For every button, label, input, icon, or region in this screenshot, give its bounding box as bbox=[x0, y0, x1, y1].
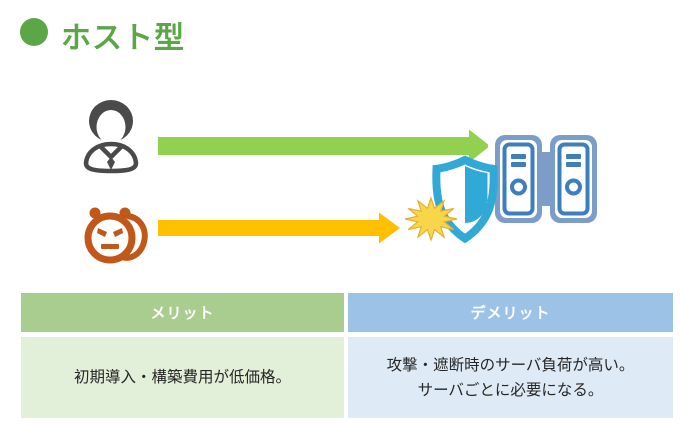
merit-body-cell: 初期導入・構築費用が低価格。 bbox=[21, 337, 344, 418]
green-bullet-icon bbox=[20, 18, 48, 46]
green-arrow-icon bbox=[158, 129, 490, 163]
devil-icon bbox=[84, 207, 148, 264]
merit-header-label: メリット bbox=[150, 305, 215, 322]
person-icon bbox=[83, 100, 139, 174]
merit-body-text: 初期導入・構築費用が低価格。 bbox=[73, 369, 291, 386]
demerit-body-cell: 攻撃・遮断時のサーバ負荷が高い。 サーバごとに必要になる。 bbox=[348, 337, 673, 418]
merit-demerit-table: メリット デメリット 初期導入・構築費用が低価格。 攻撃・遮断時のサーバ負荷が高… bbox=[21, 293, 673, 418]
demerit-body-line-2: サーバごとに必要になる。 bbox=[417, 381, 604, 399]
demerit-header-cell: デメリット bbox=[348, 293, 673, 332]
yellow-arrow-icon bbox=[158, 212, 400, 244]
diagram-canvas bbox=[83, 100, 604, 264]
burst-icon bbox=[404, 196, 458, 242]
demerit-body-line-1: 攻撃・遮断時のサーバ負荷が高い。 bbox=[386, 356, 635, 374]
shield-icon bbox=[432, 155, 498, 244]
page-title: ホスト型 bbox=[61, 22, 185, 55]
demerit-header-label: デメリット bbox=[470, 305, 551, 322]
merit-header-cell: メリット bbox=[21, 293, 344, 332]
title-row: ホスト型 bbox=[0, 0, 680, 60]
servers-icon bbox=[488, 126, 604, 229]
